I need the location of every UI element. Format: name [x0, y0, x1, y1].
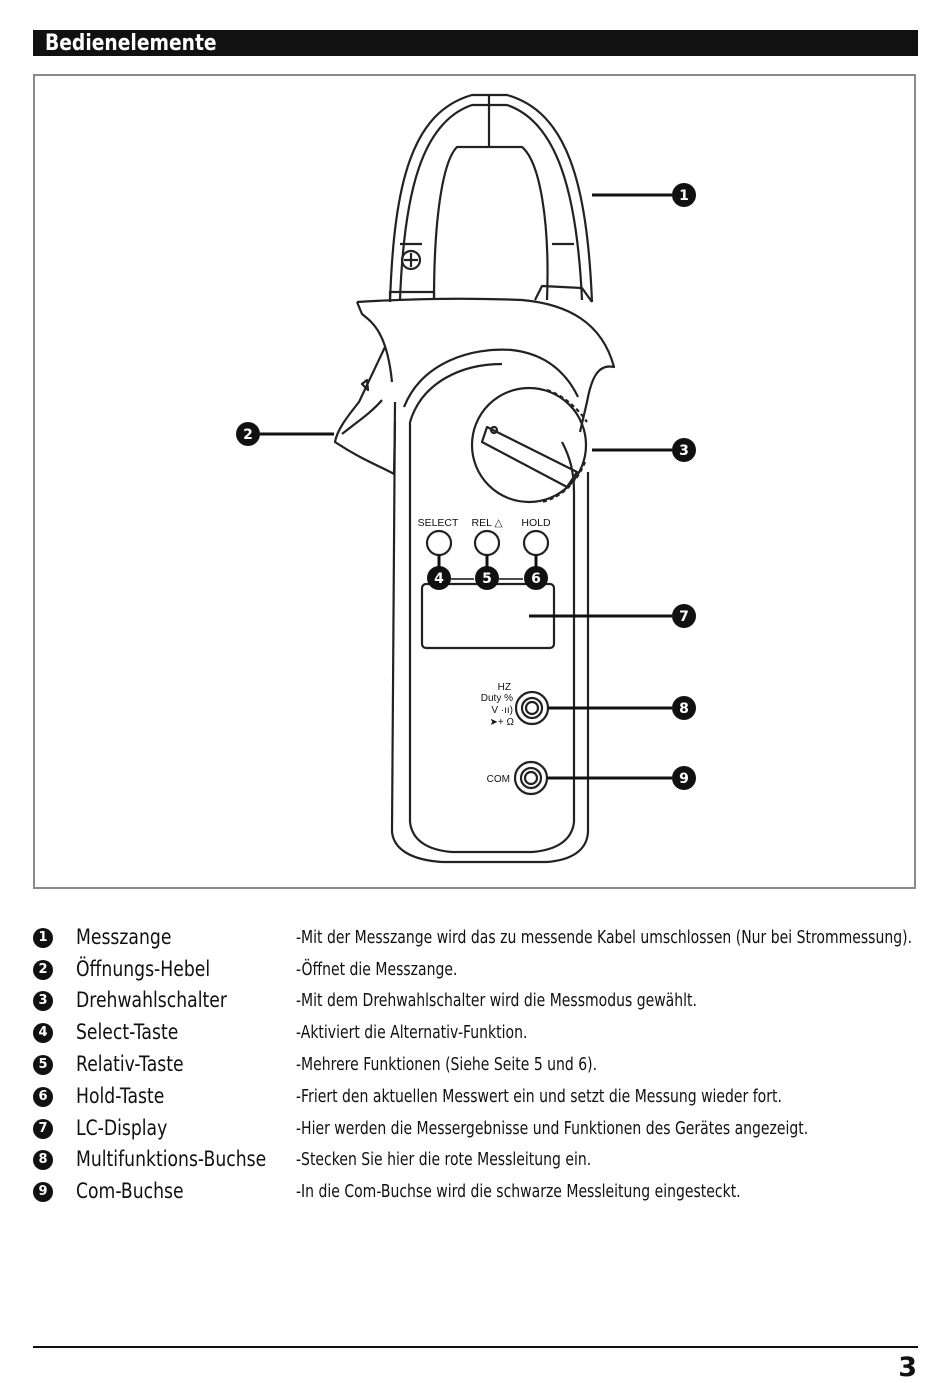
callout-6: 6 [531, 571, 541, 587]
callout-7: 7 [679, 609, 689, 625]
legend-number: 9 [33, 1182, 53, 1202]
legend-number: 4 [33, 1023, 53, 1043]
legend-number: 8 [33, 1150, 53, 1170]
legend-item: 1 Messzange -Mit der Messzange wird das … [33, 925, 933, 953]
legend-item: 5 Relativ-Taste -Mehrere Funktionen (Sie… [33, 1052, 933, 1080]
device-illustration: SELECT REL △ HOLD HZ Duty % V ·ıı) ➤+ Ω … [33, 74, 916, 889]
legend-description: -Mehrere Funktionen (Siehe Seite 5 und 6… [296, 1055, 598, 1075]
legend-name: LC-Display [76, 1116, 168, 1140]
clamp-meter-drawing: SELECT REL △ HOLD HZ Duty % V ·ıı) ➤+ Ω … [236, 93, 696, 864]
diode-ohm-label: ➤+ Ω [490, 717, 515, 728]
legend-description: -Stecken Sie hier die rote Messleitung e… [296, 1150, 592, 1170]
volt-label: V ·ıı) [491, 705, 513, 716]
legend-description: -Öffnet die Messzange. [296, 960, 458, 980]
callout-2: 2 [243, 427, 253, 443]
com-label: COM [487, 774, 510, 785]
legend-name: Drehwahlschalter [76, 988, 227, 1012]
legend-description: -Mit dem Drehwahlschalter wird die Messm… [296, 991, 697, 1011]
opening-lever [333, 346, 397, 476]
legend-description: -In die Com-Buchse wird die schwarze Mes… [296, 1182, 741, 1202]
select-label: SELECT [418, 517, 459, 529]
legend-item: 9 Com-Buchse -In die Com-Buchse wird die… [33, 1179, 933, 1207]
legend-number: 1 [33, 928, 53, 948]
legend-item: 6 Hold-Taste -Friert den aktuellen Messw… [33, 1084, 933, 1112]
legend-name: Multifunktions-Buchse [76, 1147, 267, 1171]
page-number: 3 [898, 1352, 917, 1383]
body-inner-panel [408, 422, 576, 854]
legend-description: -Aktiviert die Alternativ-Funktion. [296, 1023, 528, 1043]
legend-name: Öffnungs-Hebel [76, 957, 211, 981]
jaw-opening [432, 145, 549, 301]
callout-8: 8 [679, 701, 689, 717]
callout-4: 4 [434, 571, 444, 587]
section-title: Bedienelemente [45, 31, 217, 56]
section-header: Bedienelemente [33, 30, 918, 56]
legend-number: 7 [33, 1119, 53, 1139]
footer-divider [33, 1346, 918, 1348]
callout-9: 9 [679, 771, 689, 787]
rotary-dial [470, 386, 588, 504]
jaw-inner-line [398, 103, 584, 301]
rel-button-shape [473, 529, 501, 557]
legend-number: 3 [33, 991, 53, 1011]
legend-description: -Hier werden die Messergebnisse und Funk… [296, 1119, 809, 1139]
legend-number: 6 [33, 1087, 53, 1107]
body-shoulder [356, 297, 616, 433]
legend-name: Com-Buchse [76, 1179, 184, 1203]
duty-label: Duty % [481, 693, 513, 704]
legend-item: 2 Öffnungs-Hebel -Öffnet die Messzange. [33, 957, 933, 985]
legend-description: -Mit der Messzange wird das zu messende … [296, 928, 913, 948]
hold-button-shape [522, 529, 550, 557]
callout-1: 1 [679, 188, 689, 204]
callout-3: 3 [679, 443, 689, 459]
callout-5: 5 [482, 571, 492, 587]
legend-item: 4 Select-Taste -Aktiviert die Alternativ… [33, 1020, 933, 1048]
hz-label: HZ [498, 682, 511, 693]
legend-name: Messzange [76, 925, 172, 949]
hold-label: HOLD [521, 517, 551, 529]
select-button-shape [425, 529, 453, 557]
legend-number: 5 [33, 1055, 53, 1075]
legend-number: 2 [33, 960, 53, 980]
legend-description: -Friert den aktuellen Messwert ein und s… [296, 1087, 782, 1107]
legend-name: Hold-Taste [76, 1084, 165, 1108]
legend-item: 3 Drehwahlschalter -Mit dem Drehwahlscha… [33, 988, 933, 1016]
legend-item: 8 Multifunktions-Buchse -Stecken Sie hie… [33, 1147, 933, 1175]
jaw-outer [388, 93, 594, 303]
body-outline [390, 401, 590, 864]
legend-name: Relativ-Taste [76, 1052, 184, 1076]
rel-label: REL △ [471, 517, 503, 529]
legend-name: Select-Taste [76, 1020, 179, 1044]
legend-item: 7 LC-Display -Hier werden die Messergebn… [33, 1116, 933, 1144]
